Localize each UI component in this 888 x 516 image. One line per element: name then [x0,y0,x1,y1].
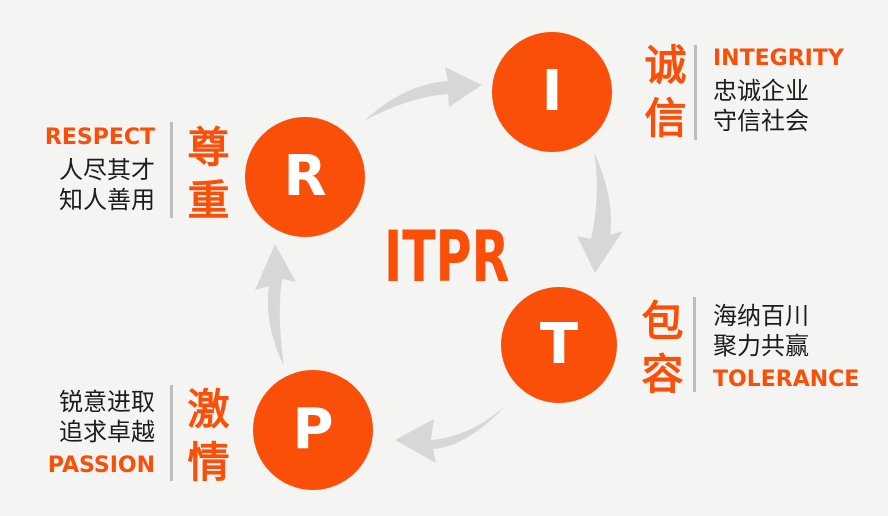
divider-tolerance [693,297,696,392]
node-desc-line: 人尽其才 [59,156,155,184]
node-circle-passion: P [253,370,373,490]
divider-respect [170,122,173,218]
node-cn-passion: 激情 [181,387,230,493]
arrow-i-to-t-icon [577,152,623,273]
node-text-respect: RESPECT 人尽其才 知人善用 [28,124,155,215]
arrow-t-to-p-icon [395,404,507,463]
node-cn-integrity: 诚信 [638,43,687,149]
node-letter-integrity: I [541,59,563,124]
node-text-integrity: INTEGRITY 忠诚企业 守信社会 [713,45,844,136]
node-desc-line: 知人善用 [59,186,155,214]
node-en-label-integrity: INTEGRITY [713,46,844,71]
node-circle-tolerance: T [501,287,617,403]
node-cn-tolerance: 包容 [635,299,684,405]
node-desc-line: 追求卓越 [59,418,155,446]
arrow-p-to-r-icon [255,244,296,366]
node-letter-respect: R [283,144,327,209]
node-desc-line: 锐意进取 [59,388,155,416]
node-cn-respect: 尊重 [181,125,230,231]
node-letter-passion: P [292,397,334,462]
divider-passion [170,385,173,481]
node-desc-line: 海纳百川 [713,302,809,330]
node-text-tolerance: 海纳百川 聚力共赢 TOLERANCE [713,301,859,394]
node-circle-respect: R [245,117,365,237]
node-text-passion: 锐意进取 追求卓越 PASSION [28,387,155,480]
node-desc-line: 忠诚企业 [713,77,809,105]
node-en-label-respect: RESPECT [44,125,155,150]
node-circle-integrity: I [492,32,612,152]
node-en-label-tolerance: TOLERANCE [713,367,860,392]
node-desc-line: 聚力共赢 [713,332,809,360]
diagram-title: ITPR [384,216,510,298]
arrow-r-to-i-icon [364,67,482,121]
divider-integrity [694,45,697,140]
node-letter-tolerance: T [539,312,579,377]
node-en-label-passion: PASSION [47,453,155,478]
node-desc-line: 守信社会 [713,107,809,135]
